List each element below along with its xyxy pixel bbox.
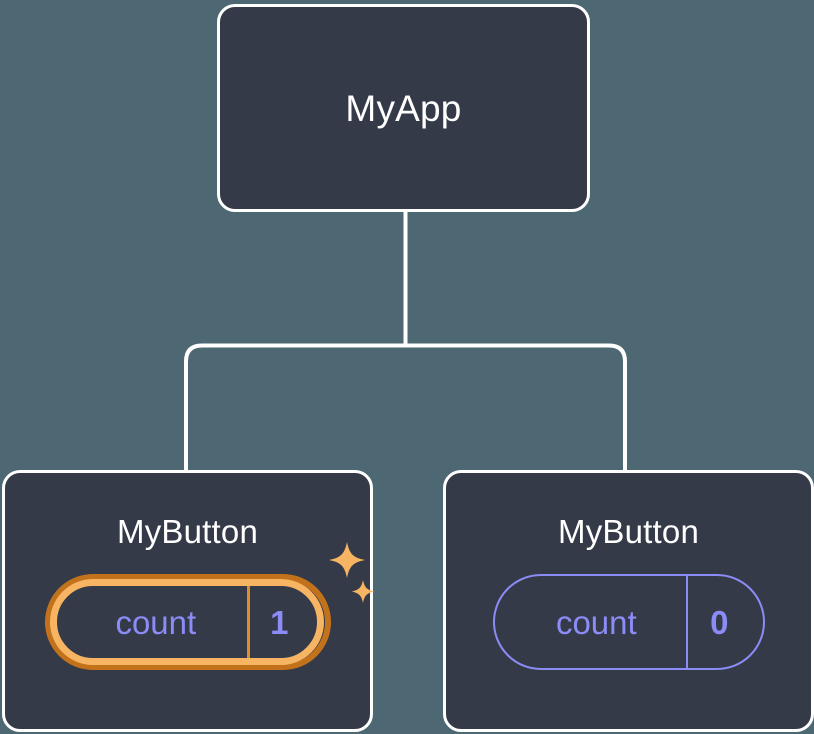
state-badge-wrapper: count 0 — [492, 574, 765, 670]
state-badge-wrapper: count 1 — [44, 542, 374, 670]
node-title: MyButton — [117, 513, 258, 550]
state-key: count — [115, 603, 197, 641]
edge-to-left-child — [184, 343, 406, 472]
sparkle-large-icon — [328, 542, 365, 578]
node-title: MyButton — [558, 513, 699, 550]
node-mybutton-right[interactable]: MyButton count 0 — [443, 470, 814, 732]
node-mybutton-left[interactable]: MyButton count 1 — [2, 470, 374, 732]
state-badge-inner-ring: count 1 — [49, 579, 324, 665]
sparkle-small-icon — [351, 580, 374, 603]
state-badge-count-highlighted[interactable]: count 1 — [44, 574, 331, 670]
edge-to-right-child — [405, 343, 627, 472]
state-badge-count[interactable]: count 0 — [492, 574, 765, 670]
state-value: 0 — [686, 576, 762, 668]
sparkle-group — [328, 542, 374, 603]
state-value: 1 — [247, 586, 316, 658]
node-title: MyApp — [345, 87, 462, 129]
state-key: count — [555, 603, 637, 641]
node-myapp[interactable]: MyApp — [217, 4, 590, 212]
